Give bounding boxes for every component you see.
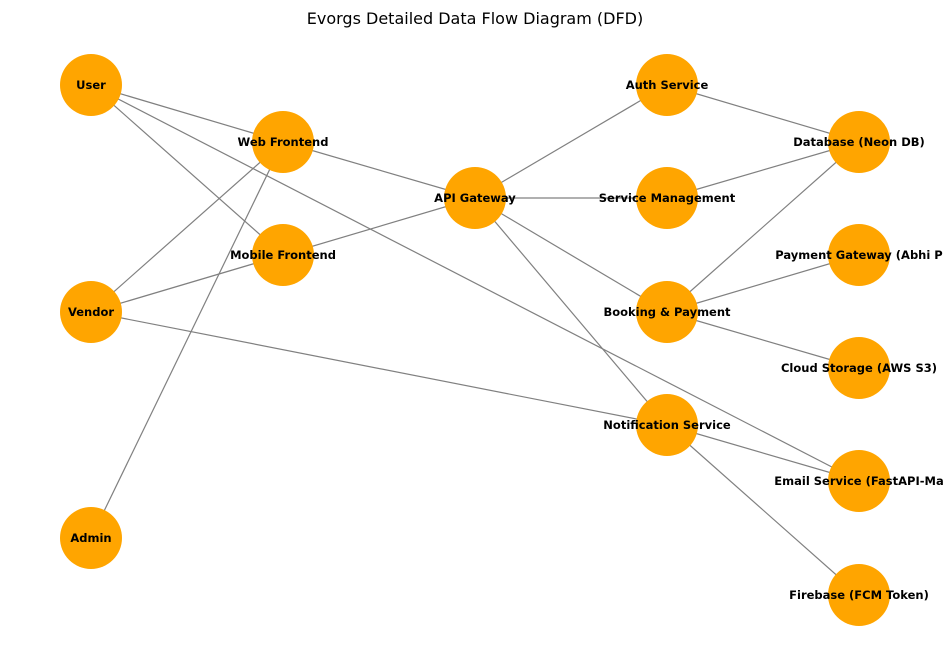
- node-circle-payment: [828, 224, 890, 286]
- node-label-mobile: Mobile Frontend: [230, 248, 336, 262]
- node-circle-email: [828, 450, 890, 512]
- node-circle-storage: [828, 337, 890, 399]
- node-circle-vendor: [60, 281, 122, 343]
- edge-user-mobile: [90, 84, 284, 256]
- node-admin: Admin: [60, 507, 122, 569]
- edge-mobile-gateway: [282, 197, 476, 256]
- node-label-email: Email Service (FastAPI-Ma: [774, 474, 943, 488]
- node-circle-firebase: [828, 564, 890, 626]
- node-circle-user: [60, 54, 122, 116]
- node-label-payment: Payment Gateway (Abhi P: [775, 248, 942, 262]
- node-circle-web: [252, 111, 314, 173]
- edge-gateway-auth: [474, 84, 668, 199]
- node-auth: Auth Service: [626, 54, 709, 116]
- node-circle-auth: [636, 54, 698, 116]
- node-user: User: [60, 54, 122, 116]
- edge-gateway-notification: [474, 197, 668, 426]
- edge-service-db: [666, 141, 860, 199]
- node-db: Database (Neon DB): [793, 111, 925, 173]
- node-service: Service Management: [599, 167, 736, 229]
- node-label-service: Service Management: [599, 191, 736, 205]
- edge-admin-web: [90, 141, 284, 539]
- node-circle-notification: [636, 394, 698, 456]
- edge-user-web: [90, 84, 284, 143]
- node-web: Web Frontend: [238, 111, 329, 173]
- node-label-booking: Booking & Payment: [603, 305, 731, 319]
- node-label-gateway: API Gateway: [434, 191, 516, 205]
- node-label-user: User: [76, 78, 106, 92]
- node-label-notification: Notification Service: [603, 418, 731, 432]
- edge-vendor-notification: [90, 311, 668, 426]
- edge-vendor-mobile: [90, 254, 284, 313]
- edge-layer: [90, 84, 860, 596]
- node-circle-service: [636, 167, 698, 229]
- node-label-web: Web Frontend: [238, 135, 329, 149]
- edge-booking-payment: [666, 254, 860, 313]
- edge-auth-db: [666, 84, 860, 143]
- node-label-admin: Admin: [70, 531, 111, 545]
- node-circle-gateway: [444, 167, 506, 229]
- node-gateway: API Gateway: [434, 167, 516, 229]
- node-label-db: Database (Neon DB): [793, 135, 925, 149]
- edge-booking-storage: [666, 311, 860, 369]
- edge-gateway-booking: [474, 197, 668, 313]
- edge-user-email: [90, 84, 860, 482]
- node-label-firebase: Firebase (FCM Token): [789, 588, 929, 602]
- node-circle-mobile: [252, 224, 314, 286]
- node-label-auth: Auth Service: [626, 78, 709, 92]
- node-booking: Booking & Payment: [603, 281, 731, 343]
- edge-web-gateway: [282, 141, 476, 199]
- node-email: Email Service (FastAPI-Ma: [774, 450, 944, 512]
- edge-notification-email: [666, 424, 860, 482]
- node-notification: Notification Service: [603, 394, 731, 456]
- diagram-title: Evorgs Detailed Data Flow Diagram (DFD): [307, 9, 643, 28]
- node-label-storage: Cloud Storage (AWS S3): [781, 361, 937, 375]
- edge-vendor-web: [90, 141, 284, 313]
- node-payment: Payment Gateway (Abhi P: [775, 224, 943, 286]
- node-storage: Cloud Storage (AWS S3): [781, 337, 937, 399]
- node-circle-admin: [60, 507, 122, 569]
- node-circle-booking: [636, 281, 698, 343]
- node-circle-db: [828, 111, 890, 173]
- edge-notification-firebase: [666, 424, 860, 596]
- node-firebase: Firebase (FCM Token): [789, 564, 929, 626]
- edge-booking-db: [666, 141, 860, 313]
- node-vendor: Vendor: [60, 281, 122, 343]
- node-mobile: Mobile Frontend: [230, 224, 336, 286]
- node-label-vendor: Vendor: [68, 305, 114, 319]
